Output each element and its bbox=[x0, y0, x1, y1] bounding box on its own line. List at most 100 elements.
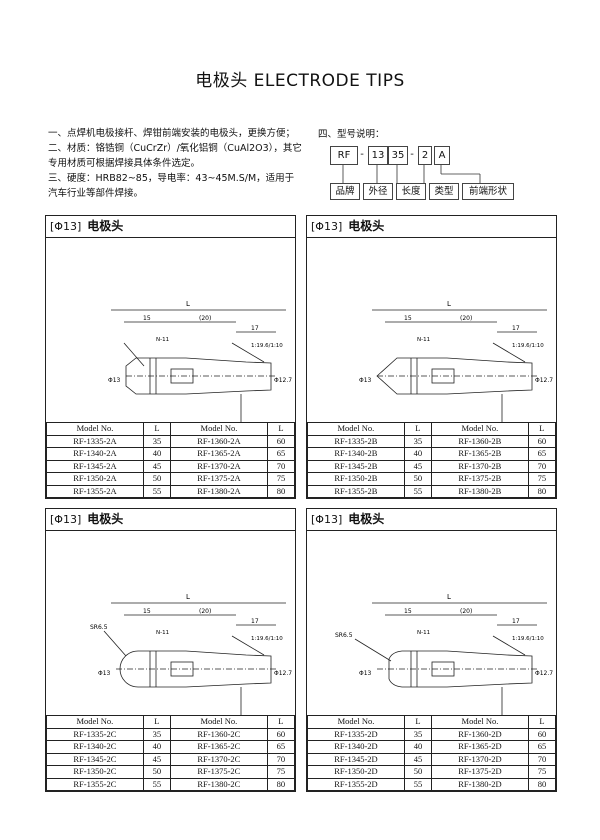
table-cell: 50 bbox=[403, 472, 432, 486]
table-cell: 50 bbox=[142, 765, 171, 779]
dimension-label: L bbox=[447, 593, 451, 601]
dimension-label: 15 bbox=[404, 608, 412, 615]
table-cell: RF-1335-2B bbox=[307, 434, 405, 448]
table-cell: RF-1335-2C bbox=[46, 727, 144, 741]
table-cell: RF-1370-2B bbox=[430, 459, 529, 473]
column-header: L bbox=[527, 422, 557, 436]
dimension-label: 17 bbox=[512, 618, 520, 625]
label-type: 类型 bbox=[429, 183, 459, 200]
code-shape: A bbox=[434, 146, 450, 165]
page-title: 电极头 ELECTRODE TIPS bbox=[195, 71, 405, 91]
table-cell: RF-1350-2C bbox=[46, 765, 144, 779]
label-diameter: 外径 bbox=[363, 183, 393, 200]
dimension-label: Φ13 bbox=[359, 377, 372, 384]
table-cell: RF-1360-2D bbox=[430, 727, 529, 741]
table-cell: RF-1350-2D bbox=[307, 765, 405, 779]
table-cell: 80 bbox=[527, 777, 557, 791]
table-cell: RF-1355-2C bbox=[46, 777, 144, 791]
model-explanation-title: 四、型号说明： bbox=[318, 129, 385, 140]
dim-phi13: Φ13 bbox=[108, 377, 121, 384]
dim-17: 17 bbox=[251, 325, 259, 332]
table-cell: 75 bbox=[266, 472, 296, 486]
table-cell: RF-1360-2C bbox=[169, 727, 268, 741]
dimension-label: 15 bbox=[143, 608, 151, 615]
table-cell: 55 bbox=[142, 777, 171, 791]
dimension-label: SR6.5 bbox=[90, 624, 108, 631]
note-2: 二、材质：铬锆铜（CuCrZr）/氧化铝铜（CuAl2O3），其它专用材质可根据… bbox=[48, 143, 302, 169]
table-cell: RF-1355-2B bbox=[307, 484, 405, 498]
label-shape: 前端形状 bbox=[462, 183, 514, 200]
dimension-label: 1:19.6/1:10 bbox=[512, 343, 544, 349]
panel-2c: [Φ13]电极头 L (20) 15 17 1:19.6/1:10 N-11 S… bbox=[45, 508, 296, 792]
electrode-drawing: L (20) 15 17 1:19.6/1:10 N-11 SR6.5 Φ13 … bbox=[90, 593, 292, 716]
table-cell: 80 bbox=[266, 777, 296, 791]
notes: 一、点焊机电极接杆、焊钳前端安装的电极头，更换方便； 二、材质：铬锆铜（CuCr… bbox=[48, 126, 303, 201]
dim-15: 15 bbox=[143, 315, 151, 322]
table-cell: RF-1335-2D bbox=[307, 727, 405, 741]
column-header: Model No. bbox=[169, 422, 268, 436]
table-cell: 45 bbox=[142, 459, 171, 473]
column-header: L bbox=[266, 422, 296, 436]
label-length: 长度 bbox=[396, 183, 426, 200]
table-cell: RF-1375-2D bbox=[430, 765, 529, 779]
dim-L: L bbox=[186, 300, 190, 308]
dimension-label: N-11 bbox=[156, 630, 169, 636]
table-cell: RF-1345-2D bbox=[307, 752, 405, 766]
table-cell: RF-1380-2B bbox=[430, 484, 529, 498]
panel-title: 电极头 bbox=[87, 219, 124, 233]
label-brand: 品牌 bbox=[330, 183, 360, 200]
code-brand: RF bbox=[330, 146, 358, 165]
code-dash: - bbox=[360, 149, 364, 160]
panel-title: 电极头 bbox=[348, 512, 385, 526]
table-cell: RF-1350-2A bbox=[46, 472, 144, 486]
code-leader-lines bbox=[342, 165, 481, 183]
note-3: 三、硬度：HRB82~85，导电率：43~45M.S/M，适用于汽车行业等部件焊… bbox=[48, 173, 295, 199]
dimension-label: (20) bbox=[460, 315, 472, 322]
table-cell: RF-1370-2C bbox=[169, 752, 268, 766]
dimension-label: SR6.5 bbox=[335, 632, 353, 639]
table-cell: RF-1345-2B bbox=[307, 459, 405, 473]
electrode-drawing: L (20) 15 17 1:19.6/1:10 N-11 Φ13 Φ12.7 bbox=[359, 300, 553, 423]
dimension-label: 17 bbox=[512, 325, 520, 332]
table-cell: 70 bbox=[266, 459, 296, 473]
table-cell: 70 bbox=[527, 752, 557, 766]
table-cell: 65 bbox=[527, 447, 557, 461]
panel-title: 电极头 bbox=[348, 219, 385, 233]
column-header: L bbox=[403, 422, 432, 436]
electrode-drawing: L (20) 15 17 1:19.6/1:10 N-11 SR6.5 Φ13 … bbox=[335, 593, 553, 716]
table-cell: 55 bbox=[403, 484, 432, 498]
dimension-label: N-11 bbox=[417, 630, 430, 636]
table-cell: RF-1375-2B bbox=[430, 472, 529, 486]
column-header: Model No. bbox=[430, 422, 529, 436]
table-cell: RF-1350-2B bbox=[307, 472, 405, 486]
table-cell: 55 bbox=[142, 484, 171, 498]
panel-size: [Φ13] bbox=[50, 513, 82, 526]
table-cell: 45 bbox=[142, 752, 171, 766]
table-cell: 65 bbox=[266, 740, 296, 754]
model-explanation: 四、型号说明： bbox=[318, 126, 568, 140]
column-header: Model No. bbox=[46, 715, 144, 729]
panel-header: [Φ13]电极头 bbox=[307, 216, 556, 238]
table-cell: 35 bbox=[403, 434, 432, 448]
dim-taper: 1:19.6/1:10 bbox=[251, 343, 283, 349]
table-cell: 55 bbox=[403, 777, 432, 791]
dim-n11: N-11 bbox=[156, 337, 169, 343]
dimension-label: Φ12.7 bbox=[274, 670, 292, 677]
table-cell: 60 bbox=[266, 727, 296, 741]
panel-size: [Φ13] bbox=[50, 220, 82, 233]
note-1: 一、点焊机电极接杆、焊钳前端安装的电极头，更换方便； bbox=[48, 128, 296, 139]
dim-phi12: Φ12.7 bbox=[274, 377, 292, 384]
table-cell: RF-1335-2A bbox=[46, 434, 144, 448]
